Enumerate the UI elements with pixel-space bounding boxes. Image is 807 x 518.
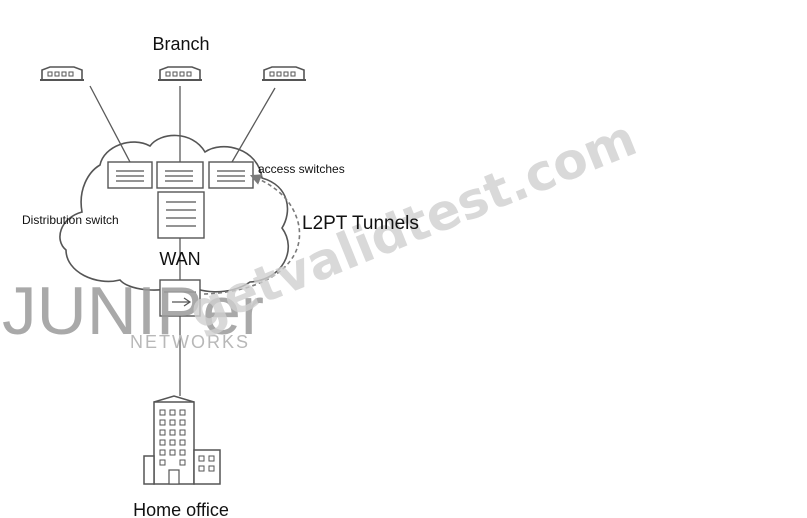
access-switch-icon — [107, 161, 153, 189]
distribution-switch-label: Distribution switch — [22, 213, 119, 227]
branch-label: Branch — [152, 34, 209, 54]
branch-building-icon — [261, 66, 307, 81]
wan-label: WAN — [159, 249, 200, 269]
juniper-logo-text: JUNIPer — [2, 273, 264, 349]
branch-building-icon — [39, 66, 85, 81]
wan-router-icon — [159, 279, 201, 317]
distribution-switch-icon — [157, 191, 205, 239]
l2pt-tunnel-path — [203, 174, 301, 295]
access-switch-icon — [208, 161, 254, 189]
wan-cloud — [59, 134, 289, 293]
access-switches-label: access switches — [258, 162, 345, 176]
branch-building-icon — [157, 66, 203, 81]
home-office-label: Home office — [133, 500, 229, 518]
home-office-building-icon — [143, 395, 221, 485]
link-branch-right — [231, 87, 276, 163]
link-branch-left — [89, 85, 131, 163]
l2pt-tunnels-label: L2PT Tunnels — [302, 213, 419, 234]
juniper-logo-subtext: NETWORKS — [130, 332, 250, 352]
access-switch-icon — [156, 161, 204, 189]
